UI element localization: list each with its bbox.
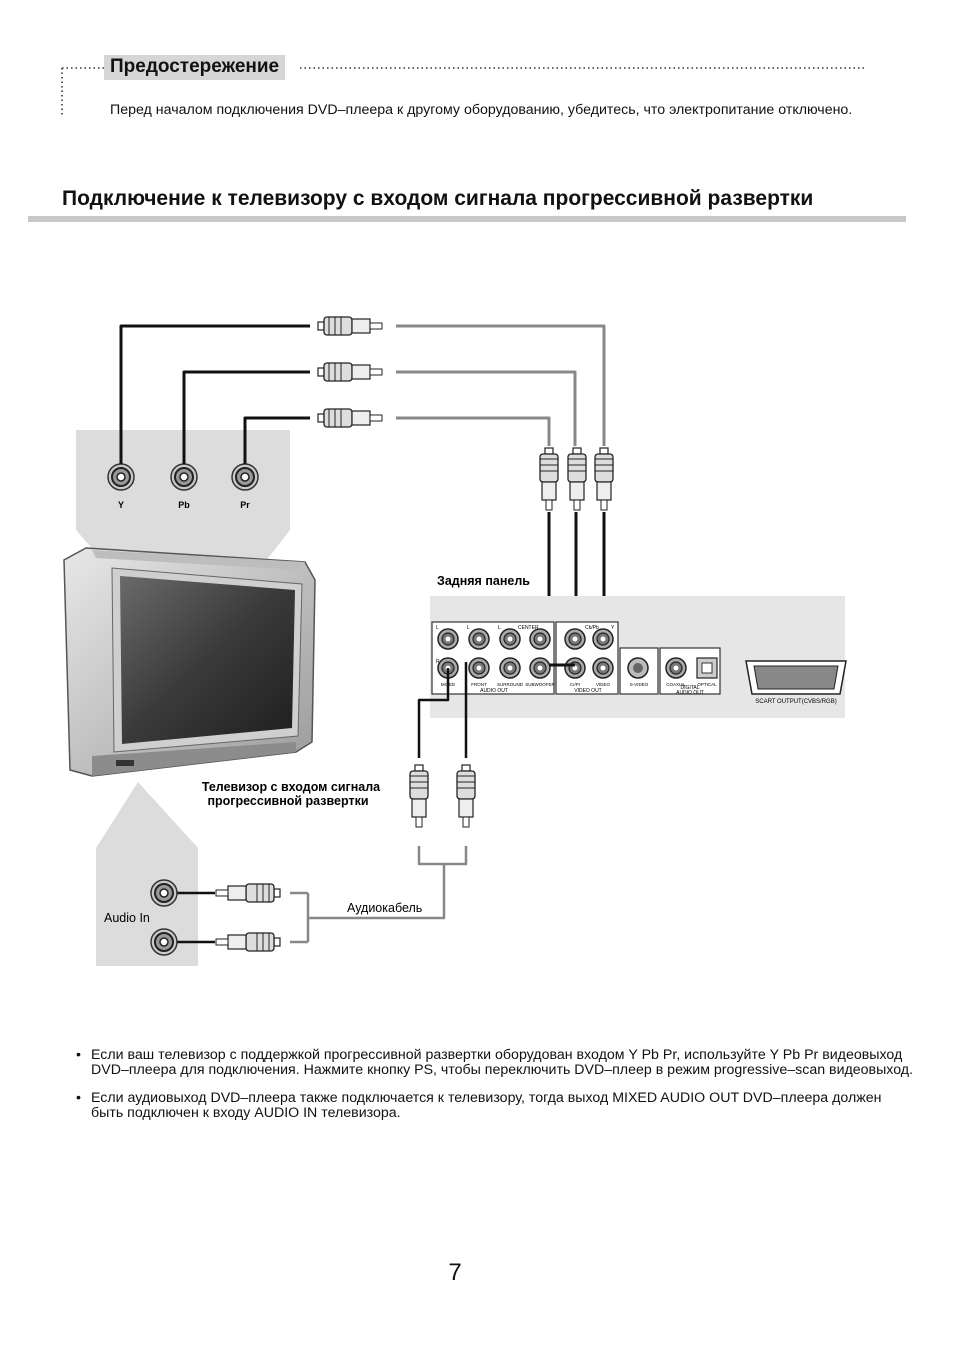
note-text: Если ваш телевизор с поддержкой прогресс…	[91, 1047, 914, 1078]
title-underline	[28, 216, 906, 222]
tv-jack-pb	[170, 463, 198, 491]
panel-digital-audio-out-label: AUDIO OUT	[676, 690, 704, 696]
panel-l-label-3: L	[498, 625, 501, 631]
audio-cable-label: Аудиокабель	[347, 901, 422, 915]
panel-cbpb-label: Cb/Pb	[585, 625, 599, 631]
tv-label-line2: прогрессивной развертки	[207, 794, 368, 808]
page-number: 7	[448, 1259, 462, 1286]
audio-plug-2	[456, 764, 476, 828]
video-plug-4	[539, 447, 559, 511]
panel-coaxial-label: COAXIAL	[666, 682, 686, 687]
tv-jack-pr	[231, 463, 259, 491]
audio-in-jack-1	[150, 879, 178, 907]
note-item: • Если аудиовыход DVD–плеера также подкл…	[76, 1091, 916, 1120]
audio-plug-4	[215, 932, 281, 952]
panel-subwoofer-label: SUBWOOFER	[525, 682, 555, 687]
note-item: • Если ваш телевизор с поддержкой прогре…	[76, 1048, 916, 1077]
video-plug-5	[567, 447, 587, 511]
video-plug-3	[317, 408, 383, 428]
connection-diagram: Y Pb Pr Задняя панель	[63, 316, 847, 966]
caution-frame	[61, 67, 866, 116]
tv-label-line1: Телевизор с входом сигнала	[202, 780, 381, 794]
note-text: Если аудиовыход DVD–плеера также подключ…	[91, 1090, 882, 1121]
audio-in-jack-2	[150, 928, 178, 956]
tv-jack-y-label: Y	[118, 500, 124, 510]
rear-panel-label: Задняя панель	[437, 574, 530, 588]
notes-list: • Если ваш телевизор с поддержкой прогре…	[76, 1048, 916, 1134]
section-title: Подключение к телевизору с входом сигнал…	[62, 187, 814, 210]
video-plug-1	[317, 316, 383, 336]
tv-illustration	[63, 547, 316, 777]
video-plug-6	[594, 447, 614, 511]
panel-video-label: VIDEO	[596, 682, 611, 687]
caution-text: Перед началом подключения DVD–плеера к д…	[110, 102, 853, 118]
audio-plug-3	[215, 883, 281, 903]
caution-title: Предостережение	[104, 55, 286, 80]
panel-surround-label: SURROUND	[497, 682, 524, 687]
audio-plug-1	[409, 764, 429, 828]
panel-digital-label: DIGITAL	[680, 685, 699, 691]
dvd-rear-panel: L L L CENTER R MIXED FRONT SURROUND SUBW…	[430, 596, 847, 718]
tv-jack-y	[107, 463, 135, 491]
panel-crpr-label: Cr/Pr	[570, 682, 581, 687]
panel-y-label: Y	[611, 625, 615, 631]
panel-scart-label: SCART OUTPUT(CVBS/RGB)	[755, 699, 836, 705]
panel-audio-out-label: AUDIO OUT	[480, 688, 508, 694]
audio-callout-panel	[96, 782, 198, 966]
bullet-icon: •	[76, 1090, 81, 1106]
audio-in-label: Audio In	[104, 911, 150, 925]
panel-video-out-label: VIDEO OUT	[574, 688, 602, 694]
panel-l-label-2: L	[467, 625, 470, 631]
tv-jack-pb-label: Pb	[178, 500, 190, 510]
panel-r-label: R	[436, 659, 440, 665]
panel-l-label-1: L	[436, 625, 439, 631]
panel-optical-label: OPTICAL	[697, 682, 717, 687]
panel-center-label: CENTER	[518, 625, 539, 631]
video-plug-2	[317, 362, 383, 382]
panel-front-label: FRONT	[471, 682, 487, 687]
panel-svideo-label: S-VIDEO	[630, 682, 649, 687]
tv-jack-pr-label: Pr	[240, 500, 250, 510]
bullet-icon: •	[76, 1047, 81, 1063]
